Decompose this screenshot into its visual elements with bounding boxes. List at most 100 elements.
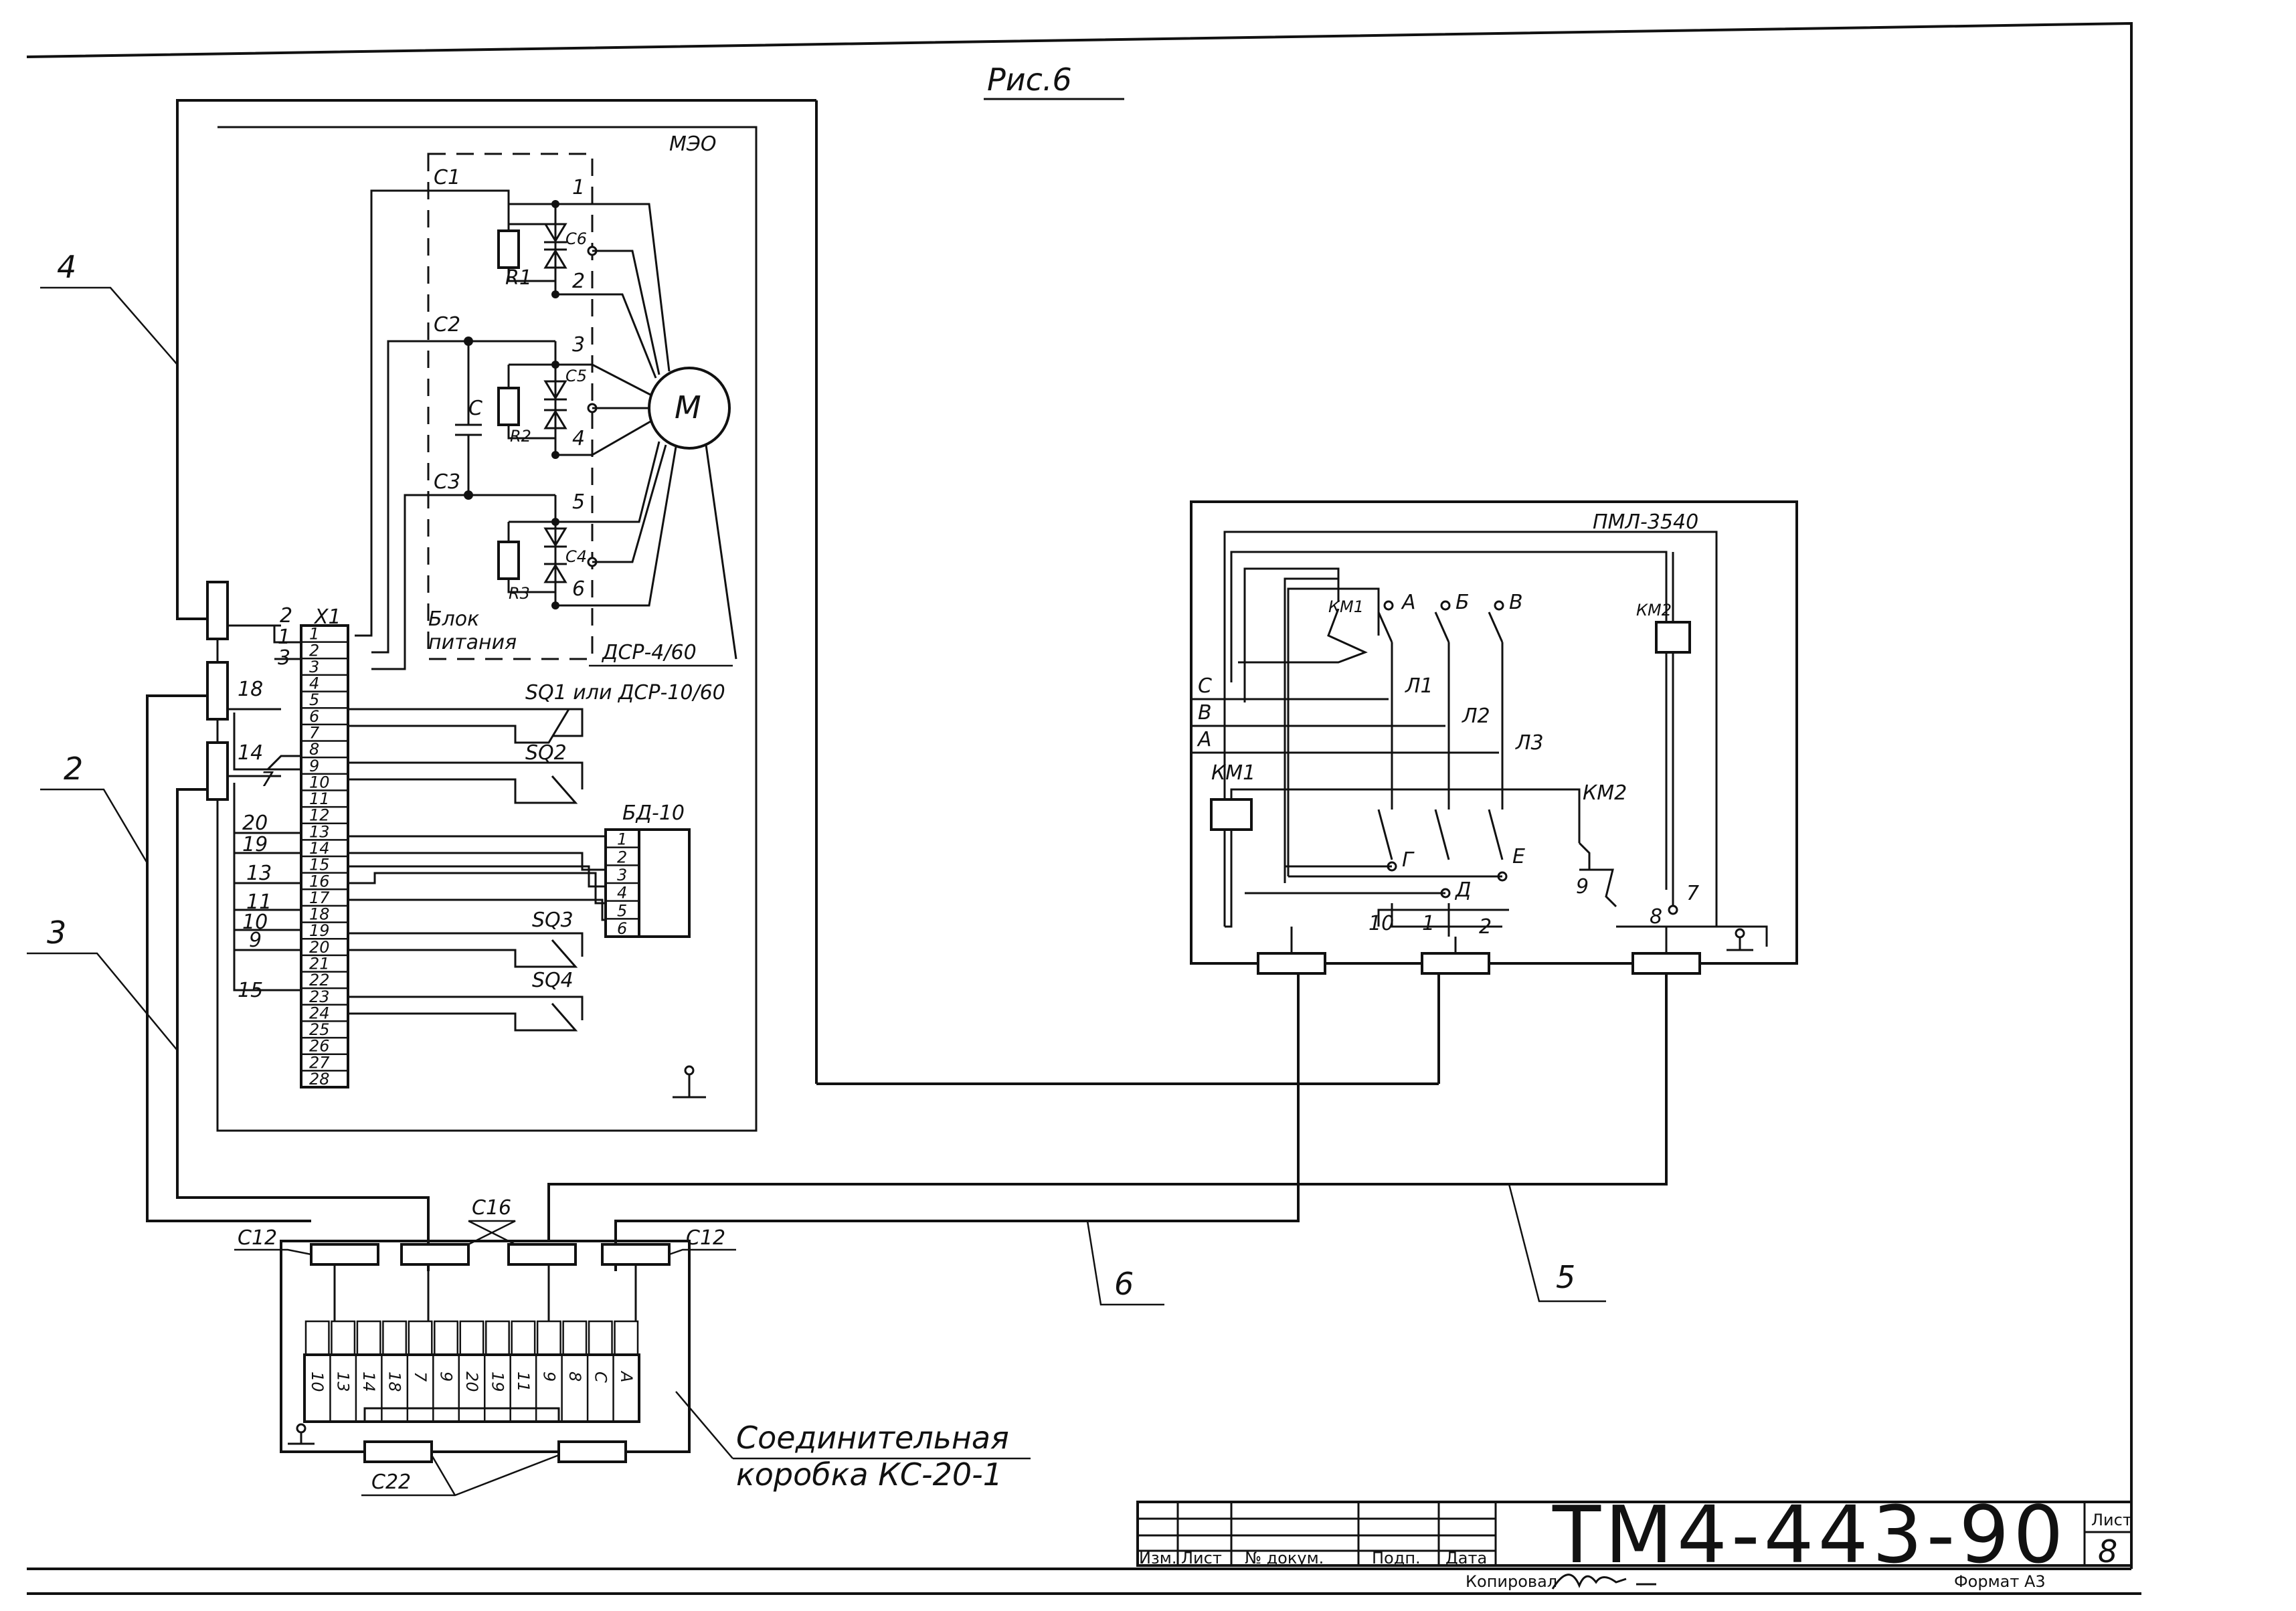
diode-stage-1: R1 C6 (497, 200, 598, 298)
wire-num-18: 18 (238, 678, 263, 701)
cable-5-label: 5 (1556, 1259, 1575, 1295)
junction-terminal-А: А (617, 1370, 636, 1382)
x1-terminal-19: 19 (309, 921, 330, 940)
x1-terminal-10: 10 (309, 773, 330, 791)
sq3-switch: SQ3 (348, 909, 584, 968)
c2-label: C2 (434, 313, 460, 337)
x1-wire-numbers: 2 1 3 18 14 7 20 19 13 11 10 9 15 (238, 604, 292, 1002)
x1-terminal-14: 14 (309, 839, 330, 858)
x1-terminal-5: 5 (309, 690, 319, 709)
km2-label: КМ2 (1583, 781, 1627, 805)
cable-3-label: 3 (47, 915, 66, 951)
tb-col-izm: Изм. (1139, 1549, 1176, 1568)
x1-terminal-22: 22 (309, 971, 330, 989)
bd10-terminal-4: 4 (617, 884, 627, 903)
wire-num-7: 7 (261, 768, 274, 791)
x1-terminal-28: 28 (309, 1070, 330, 1088)
bd10-terminal-3: 3 (617, 866, 627, 884)
km2-coil-label: КМ2 (1636, 601, 1672, 620)
x1-terminal-25: 25 (309, 1020, 330, 1039)
diode-terminal-4: 4 (572, 427, 585, 450)
cable-callouts: 4 2 3 6 5 (27, 249, 1606, 1306)
junction-terminal-13: 13 (334, 1371, 353, 1392)
sq1-label: SQ1 или ДСР-10/60 (525, 681, 725, 704)
diode-terminal-1: 1 (572, 176, 585, 199)
ground-symbol-jb (288, 1423, 315, 1445)
x1-terminal-8: 8 (309, 740, 319, 759)
wire-num-1: 1 (278, 626, 290, 649)
pd-label: Д (1454, 878, 1471, 902)
junction-terminal-9: 9 (437, 1371, 456, 1382)
sq3-label: SQ3 (532, 909, 573, 932)
pml-label: ПМЛ-3540 (1593, 510, 1698, 534)
pml-terminal-10: 10 (1368, 912, 1394, 935)
x1-terminal-15: 15 (309, 856, 330, 874)
junction-terminal-8: 8 (565, 1371, 584, 1382)
x1-terminal-12: 12 (309, 806, 330, 825)
c4-label: C4 (565, 547, 587, 566)
pml-terminal-2: 2 (1479, 915, 1492, 939)
wire-num-13: 13 (246, 862, 272, 885)
phase-a-label: А (1197, 728, 1212, 751)
junction-label-2: коробка КС-20-1 (736, 1456, 1002, 1493)
tb-col-list: Лист (1181, 1549, 1222, 1568)
c6-label: C6 (565, 229, 587, 248)
sq2-label: SQ2 (525, 741, 567, 765)
pml-terminal-9: 9 (1576, 875, 1589, 898)
junction-terminal-20: 20 (462, 1371, 481, 1392)
junction-terminal-10: 10 (308, 1371, 327, 1392)
junction-terminal-11: 11 (514, 1371, 533, 1392)
dsr-main-label: ДСР-4/60 (601, 641, 697, 664)
pml-terminal-7: 7 (1686, 882, 1699, 905)
gland-c16: С16 (472, 1196, 511, 1220)
motor-label: М (675, 389, 701, 425)
ground-symbol-pml (1727, 928, 1753, 951)
meo-label: МЭО (669, 132, 716, 156)
x1-terminal-23: 23 (309, 987, 330, 1006)
x1-terminal-1: 1 (309, 625, 319, 644)
bd10-terminal-2: 2 (617, 848, 627, 866)
c5-label: C5 (565, 367, 587, 385)
power-block-label-2: питания (428, 631, 517, 654)
x1-terminal-16: 16 (309, 872, 330, 890)
diode-stage-3: R3 C4 (497, 495, 598, 609)
x1-terminal-26: 26 (309, 1037, 330, 1056)
pe-label: Е (1512, 845, 1525, 868)
c-label: C (468, 397, 482, 420)
x1-terminal-27: 27 (309, 1053, 330, 1072)
sq1-switch: SQ1 или ДСР-10/60 (348, 681, 725, 744)
wire-num-2: 2 (280, 604, 292, 628)
junction-terminal-18: 18 (385, 1371, 404, 1392)
x1-terminal-3: 3 (309, 658, 319, 676)
x1-terminal-9: 9 (309, 757, 319, 775)
pml-block: ПМЛ-3540 КМ1 А Б В С В А Л1 Л2 Л3 КМ1 КМ… (1190, 500, 1798, 975)
junction-terminal-7: 7 (411, 1371, 430, 1382)
x1-terminal-21: 21 (309, 955, 330, 973)
diode-terminal-6: 6 (572, 577, 585, 601)
l3-label: Л3 (1515, 731, 1544, 755)
x1-terminal-7: 7 (309, 724, 320, 743)
x1-terminal-24: 24 (309, 1004, 330, 1022)
meo-block: МЭО Блок питания ДСР-4/60 C1 C2 C3 C (176, 99, 1440, 1132)
pv-label: В (1509, 591, 1523, 614)
format-label: Формат А3 (1954, 1572, 2046, 1591)
title-block: Изм. Лист № докум. Подп. Дата ТМ4-443-90… (1136, 1489, 2133, 1591)
gland-c12-left: С12 (238, 1226, 277, 1250)
x1-rows: 1234567891011121314151617181920212223242… (301, 625, 348, 1088)
bd10-label: БД-10 (622, 801, 685, 825)
l1-label: Л1 (1405, 674, 1433, 698)
c3-label: C3 (434, 470, 460, 494)
tb-col-sign: Подп. (1372, 1549, 1421, 1568)
c1-label: C1 (434, 166, 460, 189)
km1-top-label: КМ1 (1328, 597, 1364, 616)
pml-terminal-8: 8 (1650, 905, 1662, 929)
meo-glands (206, 581, 281, 801)
x1-terminal-18: 18 (309, 905, 330, 924)
wire-num-20: 20 (242, 812, 268, 835)
diode-terminal-2: 2 (572, 270, 585, 293)
junction-label-1: Соединительная (736, 1420, 1009, 1456)
junction-terminal-14: 14 (359, 1371, 378, 1392)
